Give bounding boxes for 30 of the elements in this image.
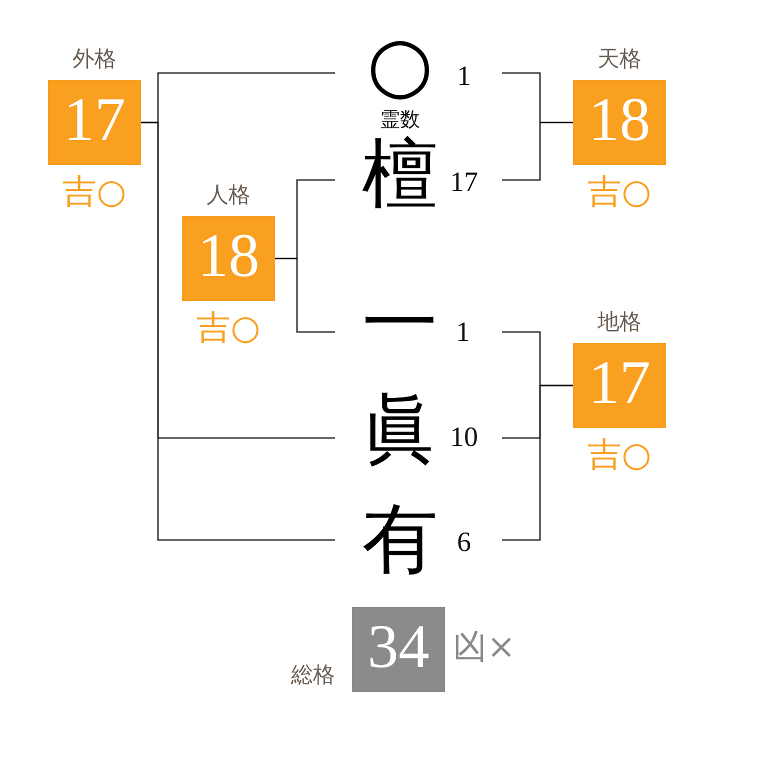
score-number: 34: [368, 616, 430, 678]
category-label: 外格: [72, 49, 116, 71]
category-label: 総格: [291, 665, 335, 687]
category-label: 地格: [598, 312, 642, 334]
connector-line: [502, 384, 573, 541]
name-character: 眞: [362, 391, 438, 467]
connector-line: [141, 122, 335, 541]
verdict-label: 吉○: [588, 438, 652, 472]
name-character: 檀: [362, 136, 438, 212]
stroke-count: 6: [457, 529, 471, 557]
stroke-count: 17: [450, 169, 478, 197]
connector-line: [275, 258, 335, 333]
stroke-count: 1: [457, 63, 471, 91]
connector-line: [502, 122, 573, 181]
name-character: 一: [362, 285, 438, 361]
verdict-label: 吉○: [588, 175, 652, 209]
character-caption: 霊数: [380, 109, 420, 129]
verdict-label: 凶×: [453, 630, 516, 664]
score-number: 18: [588, 88, 650, 150]
category-label: 人格: [206, 185, 250, 207]
stroke-count: 10: [450, 424, 478, 452]
score-number: 18: [198, 224, 260, 286]
score-number: 17: [588, 352, 650, 414]
name-character: ○: [366, 26, 434, 102]
stroke-count: 1: [456, 319, 470, 347]
verdict-label: 吉○: [62, 175, 126, 209]
name-character: 有: [362, 501, 438, 577]
category-label: 天格: [598, 49, 642, 71]
score-number: 17: [64, 88, 126, 150]
verdict-label: 吉○: [196, 311, 260, 345]
